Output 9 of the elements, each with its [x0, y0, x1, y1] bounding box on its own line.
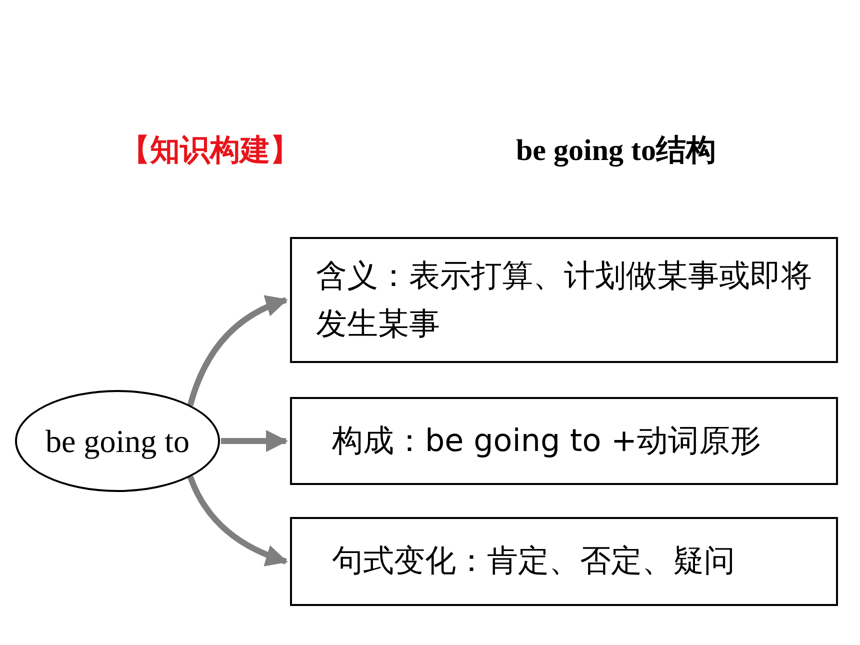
content-box: 含义：表示打算、计划做某事或即将发生某事 [290, 237, 838, 363]
content-box: 句式变化：肯定、否定、疑问 [290, 517, 838, 606]
content-box: 构成：be going to +动词原形 [290, 397, 838, 485]
section-heading: 【知识构建】 [120, 132, 300, 170]
arrow [187, 476, 288, 566]
topic-ellipse: be going to [15, 390, 220, 492]
arrow [187, 296, 288, 406]
arrow [221, 430, 288, 452]
title: be going to结构 [516, 133, 716, 169]
